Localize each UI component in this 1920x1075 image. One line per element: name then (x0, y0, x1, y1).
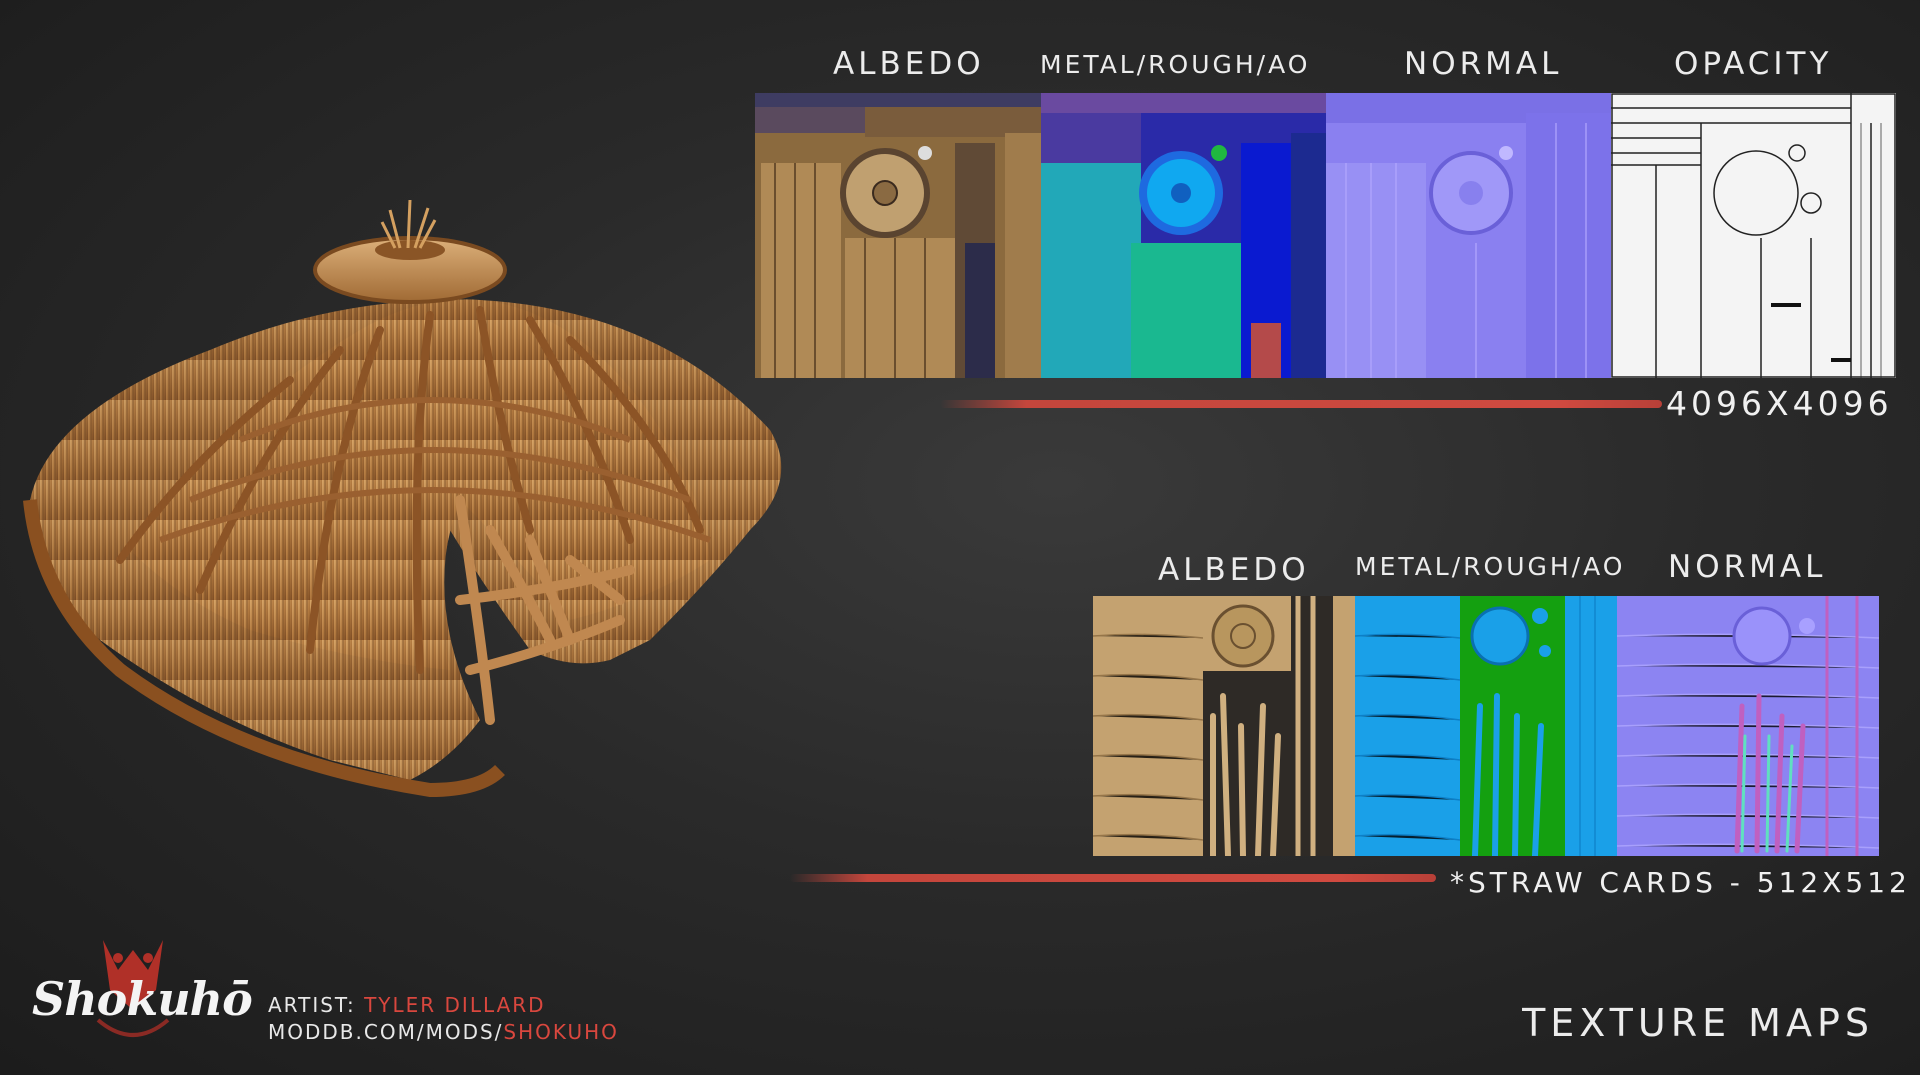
big-opacity-map (1611, 93, 1896, 378)
small-normal-label: NORMAL (1668, 549, 1827, 585)
small-set-underline (790, 874, 1436, 882)
small-albedo-label: ALBEDO (1158, 552, 1310, 588)
artist-credit: ARTIST: TYLER DILLARD (268, 993, 546, 1017)
big-opacity-label: OPACITY (1674, 46, 1833, 82)
big-set-underline (940, 400, 1662, 408)
straw-hat-render (23, 200, 782, 798)
shokuho-logo-mark (96, 940, 170, 1037)
page-title: TEXTURE MAPS (1522, 1001, 1874, 1045)
small-set-resolution: *STRAW CARDS - 512X512 (1450, 866, 1911, 899)
site-name: SHOKUHO (503, 1020, 619, 1044)
site-prefix: MODDB.COM/MODS/ (268, 1020, 504, 1044)
small-metal-rough-ao-label: METAL/ROUGH/AO (1355, 552, 1626, 581)
big-albedo-label: ALBEDO (833, 46, 985, 82)
big-metal-rough-ao-map (1041, 93, 1326, 378)
site-credit[interactable]: MODDB.COM/MODS/SHOKUHO (268, 1020, 619, 1044)
small-metal-rough-ao-map (1355, 596, 1617, 856)
big-normal-map (1326, 93, 1611, 378)
big-set-resolution: 4096X4096 (1666, 384, 1893, 423)
shokuho-logo-text: Shokuhō (32, 972, 253, 1026)
big-albedo-map (755, 93, 1041, 378)
big-normal-label: NORMAL (1404, 46, 1563, 82)
big-metal-rough-ao-label: METAL/ROUGH/AO (1040, 50, 1311, 79)
artist-prefix: ARTIST: (268, 993, 365, 1017)
small-albedo-map (1093, 596, 1355, 856)
artist-name: TYLER DILLARD (364, 993, 546, 1017)
small-normal-map (1617, 596, 1879, 856)
